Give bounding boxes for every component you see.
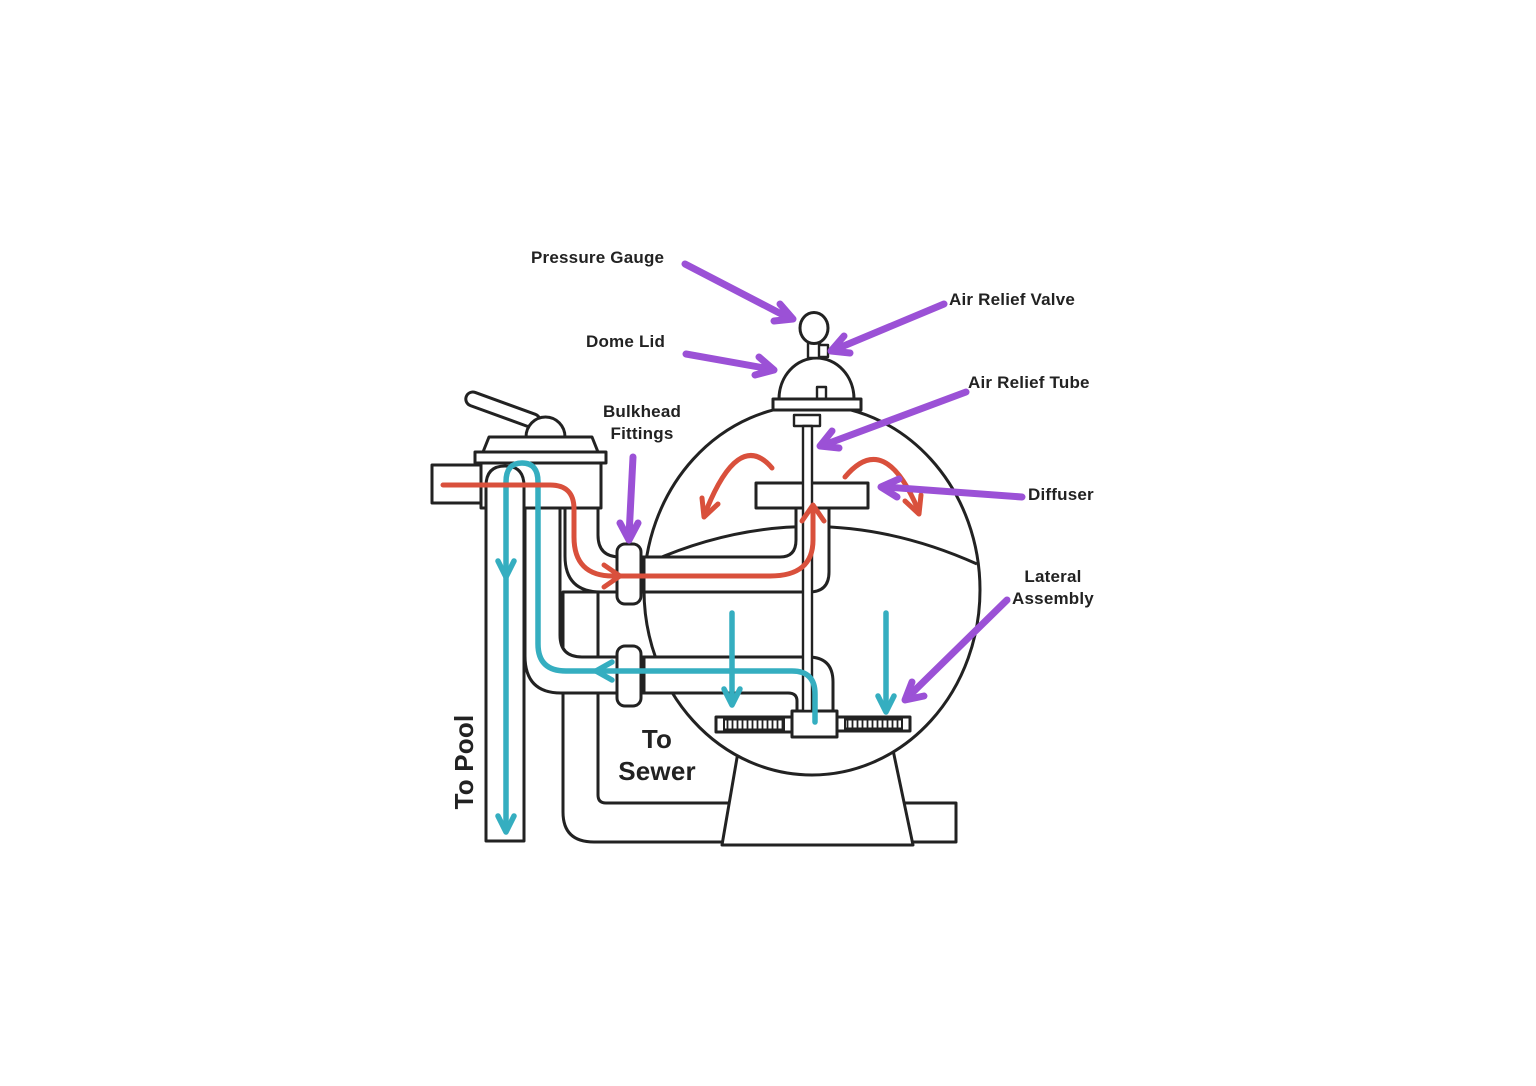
- outflow-arrowhead: [495, 558, 517, 580]
- inflow-arrowhead: [902, 492, 924, 517]
- outflow-arrowhead: [593, 659, 615, 683]
- outflow-arrowhead: [875, 693, 897, 715]
- gauge-dial: [798, 311, 830, 345]
- outflow-arrowhead: [495, 813, 517, 835]
- pointer-arrows: [616, 260, 1026, 704]
- label-pressure-gauge: Pressure Gauge: [531, 248, 665, 267]
- label-diffuser: Diffuser: [1028, 485, 1094, 504]
- label-lateral-assembly: Lateral Assembly: [1012, 567, 1094, 608]
- inflow-lines: [440, 453, 924, 590]
- dome-flange: [771, 397, 863, 412]
- inflow-arrowhead: [699, 495, 721, 520]
- pointer-air-relief-tube: [816, 388, 970, 452]
- pointer-bulkhead-fittings: [616, 453, 642, 544]
- pointer-diffuser: [877, 475, 1026, 501]
- pointer-air-relief-valve: [827, 300, 948, 357]
- label-dome-lid: Dome Lid: [586, 332, 666, 351]
- outflow-arrowhead: [721, 686, 743, 708]
- pointer-dome-lid: [682, 350, 778, 379]
- air-relief-valve-knob: [817, 343, 830, 359]
- dome-lid: [771, 356, 863, 412]
- inflow-arrowhead: [601, 562, 623, 590]
- pressure-gauge: [798, 311, 830, 360]
- inflow-arrowhead: [799, 502, 827, 524]
- pointer-pressure-gauge: [681, 260, 797, 325]
- valve-flange: [473, 450, 608, 465]
- outflow-lines: [495, 460, 897, 835]
- label-air-relief-valve: Air Relief Valve: [949, 290, 1076, 309]
- label-air-relief-tube: Air Relief Tube: [968, 373, 1090, 392]
- bulkhead-fittings: [615, 542, 643, 708]
- air-relief-tube-cap: [792, 413, 822, 428]
- valve-return-riser: [523, 506, 646, 695]
- label-bulkhead-fittings: Bulkhead Fittings: [602, 402, 682, 443]
- bulkhead-fitting-lower: [615, 644, 643, 708]
- sewer-waste-pipe: [561, 590, 958, 844]
- valve-handle-hub: [524, 415, 567, 439]
- label-to-pool: To Pool: [449, 714, 479, 810]
- label-to-sewer: To Sewer: [618, 724, 696, 786]
- pointer-lateral-assembly: [901, 596, 1011, 704]
